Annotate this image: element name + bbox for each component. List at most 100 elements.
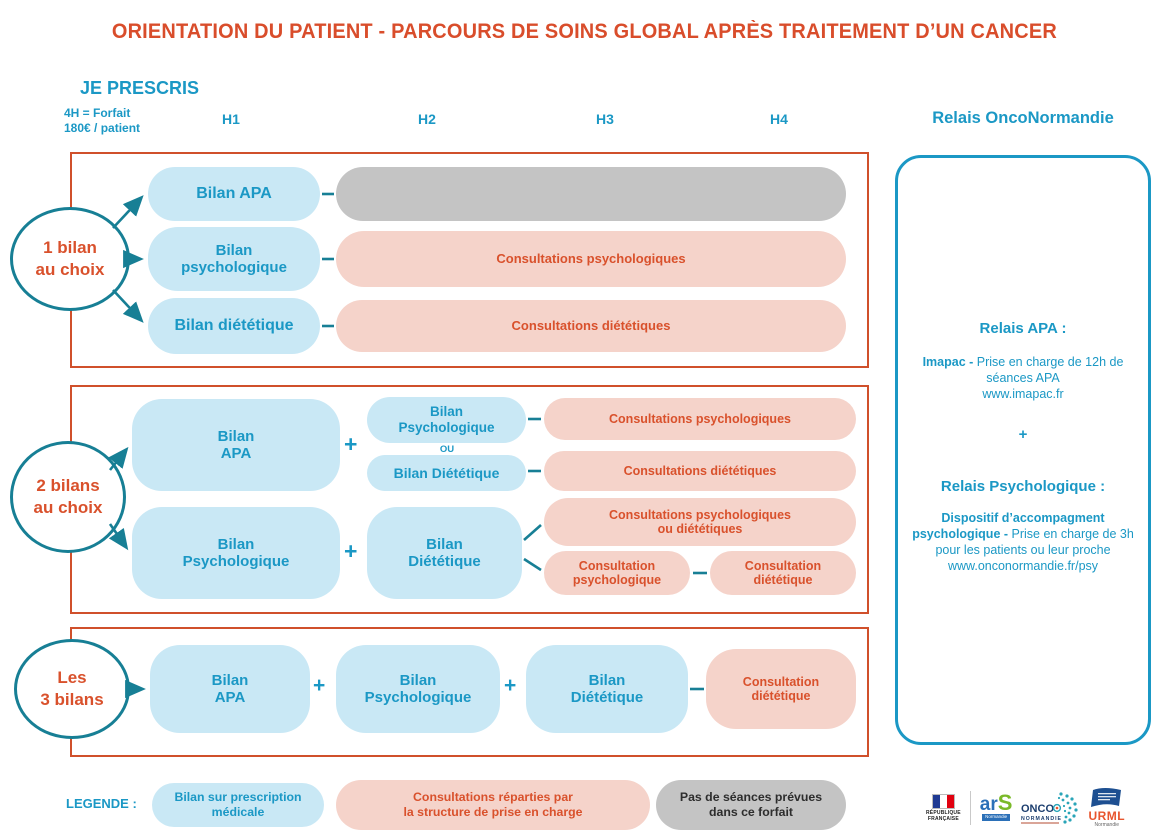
relais-psy-url: www.onconormandie.fr/psy [947,559,1099,573]
legend-gray-pill: Pas de séances prévues dans ce forfait [656,780,846,830]
relais-psy-text: Dispositif d’accompagment psychologique … [911,510,1135,574]
pill-bilan-dietetique-3: Bilan Diététique [526,645,688,733]
column-header-h1: H1 [222,111,240,127]
logo-text: FRANÇAISE [927,815,959,822]
pill-label: psychologique [181,259,287,276]
svg-text:ONCO: ONCO [1021,803,1054,815]
logo-text: RÉPUBLIQUE [926,810,961,817]
pill-consultations-dietetiques-2: Consultations diététiques [544,451,856,491]
legend-text: Consultations réparties par [413,790,573,804]
page-title: ORIENTATION DU PATIENT - PARCOURS DE SOI… [111,20,1057,43]
pill-consultations-dietetiques: Consultations diététiques [336,300,846,352]
relais-apa-body: Prise en charge de 12h de séances APA [976,355,1124,385]
relais-psy-title: Relais Psychologique : [940,478,1106,495]
pill-label: Consultation [742,674,820,689]
logo-text: Normandie [982,814,1011,821]
relais-apa-lead: Imapac - [922,355,977,369]
plus-sign: + [313,674,326,697]
column-header-h4: H4 [770,111,788,127]
plus-sign: + [1018,426,1028,443]
pill-label: Psychologique [364,689,472,706]
pill-bilan-apa: Bilan APA [148,167,320,221]
pill-label: Bilan diététique [174,316,294,334]
relais-onconormandie-heading: Relais OncoNormandie [932,109,1114,127]
pill-label: Consultation [578,558,656,573]
pill-no-sessions [336,167,846,221]
relais-apa-text: Imapac - Prise en charge de 12h de séanc… [911,354,1135,402]
pill-label: APA [220,445,252,462]
legend-text: Pas de séances prévues [679,790,823,804]
circle-label: au choix [35,260,105,279]
circle-label: Les [57,667,87,687]
pill-bilan-psychologique-3: Bilan Psychologique [336,645,500,733]
pill-label: Bilan [215,241,253,259]
plus-sign: + [344,538,358,564]
forfait-note: 4H = Forfait 180€ / patient [64,106,140,136]
pill-consultations-psychologiques-2: Consultations psychologiques [544,398,856,440]
circle-1-bilan-au-choix: 1 bilan au choix [10,207,130,311]
pill-consultations-psychologiques: Consultations psychologiques [336,231,846,287]
legend-text: médicale [211,805,265,819]
forfait-line2: 180€ / patient [64,121,141,135]
pill-label: Bilan [588,671,626,689]
pill-bilan-dietetique-option: Bilan Diététique [367,455,526,491]
legend-pink-pill: Consultations réparties par la structure… [336,780,650,830]
partner-logos: RÉPUBLIQUE FRANÇAISE arS Normandie ONCO [926,782,1158,834]
relais-psy-lead: Dispositif d’accompagment psychologique … [912,511,1105,541]
column-header-h3: H3 [596,111,614,127]
circle-label: au choix [33,498,103,517]
pill-label: Consultations diététiques [623,463,777,478]
urml-normandie-logo: URML Normandie [1088,788,1125,828]
pill-label: Consultations psychologiques [609,507,791,522]
onco-normandie-logo: ONCO NORMANDIE [1021,790,1079,826]
pill-label: Consultations diététiques [511,318,671,334]
plus-sign: + [344,431,358,457]
pill-label: psychologique [572,573,662,587]
circle-label: 3 bilans [40,690,104,709]
pill-label: Bilan [211,671,249,689]
legend-label: LEGENDE : [66,796,137,811]
forfait-line1: 4H = Forfait [64,106,131,120]
pill-bilan-dietetique-big: Bilan Diététique [367,507,522,599]
pill-bilan-psychologique: Bilan psychologique [148,227,320,291]
svg-text:NORMANDIE: NORMANDIE [1021,816,1062,822]
circle-label: 1 bilan [43,237,97,257]
pill-label: Psychologique [182,553,290,570]
relais-apa-title: Relais APA : [979,320,1067,337]
pill-label: Psychologique [398,420,495,435]
pill-label: Bilan [399,671,437,689]
logo-text: URML [1088,809,1126,824]
pill-label: Consultations psychologiques [609,411,791,426]
urml-flag-icon [1090,788,1121,808]
legend-text: Bilan sur prescription [174,790,302,804]
pill-bilan-apa-3: Bilan APA [150,645,310,733]
relais-psy-body: Prise en charge de 3h pour les patients … [935,527,1134,557]
relais-onconormandie-panel: Relais APA : Imapac - Prise en charge de… [895,155,1151,745]
pill-label: diététique [753,573,813,587]
circle-les-3-bilans: Les 3 bilans [14,639,130,739]
pill-label: diététique [751,689,811,703]
pill-label: Consultations psychologiques [496,251,686,267]
logo-text: Normandie [1094,821,1119,828]
pill-label: Bilan Diététique [393,464,500,481]
pill-label: Diététique [570,689,644,706]
pill-bilan-dietetique: Bilan diététique [148,298,320,354]
column-header-h2: H2 [418,111,436,127]
ars-normandie-logo: arS Normandie [980,792,1012,821]
legend-text: dans ce forfait [708,805,794,819]
legend-blue-pill: Bilan sur prescription médicale [152,783,324,827]
pill-consultation-dietetique-3: Consultation diététique [706,649,856,729]
legend-text: la structure de prise en charge [403,805,583,819]
pill-label: Bilan APA [196,184,272,202]
republique-francaise-logo: RÉPUBLIQUE FRANÇAISE [926,794,961,822]
pill-label: Bilan [217,427,255,445]
relais-apa-url: www.imapac.fr [982,387,1064,401]
pill-label: Diététique [408,553,481,570]
je-prescris-heading: JE PRESCRIS [80,78,200,98]
pill-label: Bilan [217,535,255,553]
logo-divider [969,791,971,825]
pill-label: Bilan [429,404,463,420]
ou-label: OU [439,444,455,455]
plus-sign: + [504,674,517,697]
